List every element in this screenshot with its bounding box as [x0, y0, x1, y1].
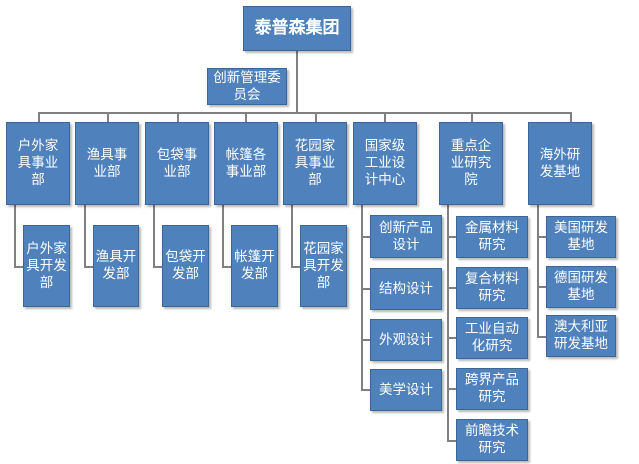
group-title-node: 泰普森集团	[243, 6, 351, 51]
connector-line	[447, 337, 457, 339]
connector-line	[361, 236, 371, 238]
subunit-label: 澳大利亚 研发基地	[554, 319, 608, 352]
division-label: 包袋事 业部	[156, 146, 198, 180]
subunit-label: 美学设计	[379, 381, 433, 398]
connector-line	[570, 112, 572, 122]
subunit-node: 美学设计	[370, 369, 442, 411]
connector-line	[84, 205, 86, 268]
connector-line	[537, 336, 547, 338]
connector-line	[537, 286, 547, 288]
connector-line	[84, 266, 94, 268]
connector-line	[222, 266, 232, 268]
subunit-node: 渔具开 发部	[93, 225, 139, 307]
committee-label: 创新管理委 员会	[213, 69, 281, 103]
connector-line	[447, 440, 457, 442]
connector-line	[107, 112, 109, 122]
subunit-node: 创新产品 设计	[370, 215, 442, 258]
connector-line	[222, 205, 224, 268]
division-label: 重点企 业研究 院	[450, 138, 492, 188]
subunit-label: 工业自动 化研究	[465, 321, 519, 354]
connector-line	[153, 205, 155, 268]
connector-line	[384, 112, 386, 122]
subunit-label: 创新产品 设计	[379, 219, 433, 253]
division-node: 包袋事 业部	[145, 122, 209, 205]
subunit-node: 花园家 具开发 部	[300, 225, 347, 307]
connector-line	[38, 112, 40, 122]
connector-line	[361, 288, 371, 290]
division-node: 海外研 发基地	[528, 122, 592, 205]
subunit-node: 结构设计	[370, 268, 442, 310]
subunit-node: 复合材料 研究	[456, 267, 528, 309]
division-node: 花园家 具事业 部	[283, 122, 347, 205]
division-node: 帐篷各 事业部	[214, 122, 278, 205]
subunit-label: 渔具开 发部	[95, 249, 137, 282]
subunit-label: 德国研发 基地	[554, 270, 608, 303]
subunit-label: 复合材料 研究	[465, 271, 519, 304]
connector-line	[447, 236, 457, 238]
connector-line	[471, 112, 473, 122]
subunit-label: 前瞻技术 研究	[465, 423, 519, 456]
connector-line	[315, 112, 317, 122]
connector-line	[14, 266, 24, 268]
connector-line	[177, 112, 179, 122]
connector-line	[153, 266, 163, 268]
division-node: 户外家 具事业 部	[6, 122, 70, 205]
division-node: 国家级 工业设 计中心	[353, 122, 417, 205]
division-label: 帐篷各 事业部	[225, 146, 267, 180]
connector-line	[447, 205, 449, 442]
subunit-node: 帐篷开 发部	[231, 225, 278, 307]
connector-line	[291, 266, 301, 268]
subunit-label: 结构设计	[379, 280, 433, 297]
connector-line	[291, 205, 293, 268]
subunit-label: 花园家 具开发 部	[303, 240, 344, 291]
subunit-node: 外观设计	[370, 319, 442, 361]
connector-line	[296, 50, 298, 114]
subunit-label: 外观设计	[379, 331, 433, 348]
subunit-node: 前瞻技术 研究	[456, 419, 528, 461]
group-title-label: 泰普森集团	[254, 18, 340, 38]
division-label: 海外研 发基地	[539, 146, 581, 180]
subunit-node: 跨界产品 研究	[456, 368, 528, 410]
subunit-node: 德国研发 基地	[546, 266, 616, 308]
division-label: 户外家 具事业 部	[17, 138, 59, 188]
connector-line	[537, 236, 547, 238]
connector-line	[361, 339, 371, 341]
connector-line	[447, 287, 457, 289]
subunit-label: 帐篷开 发部	[234, 249, 275, 282]
subunit-node: 美国研发 基地	[546, 216, 616, 258]
subunit-label: 户外家 具开发 部	[26, 240, 67, 291]
division-label: 国家级 工业设 计中心	[364, 138, 406, 188]
connector-line	[537, 205, 539, 338]
subunit-node: 金属材料 研究	[456, 216, 528, 258]
connector-line	[38, 112, 572, 114]
division-label: 渔具事 业部	[86, 146, 128, 180]
subunit-label: 跨界产品 研究	[465, 372, 519, 405]
connector-line	[361, 205, 363, 391]
subunit-label: 包袋开 发部	[165, 249, 206, 282]
subunit-node: 工业自动 化研究	[456, 317, 528, 359]
division-node: 重点企 业研究 院	[439, 122, 503, 205]
connector-line	[361, 389, 371, 391]
subunit-node: 户外家 具开发 部	[23, 225, 70, 307]
connector-line	[14, 205, 16, 268]
connector-line	[245, 112, 247, 122]
connector-line	[447, 388, 457, 390]
division-node: 渔具事 业部	[75, 122, 139, 205]
subunit-label: 美国研发 基地	[554, 220, 608, 253]
subunit-node: 包袋开 发部	[162, 225, 209, 307]
division-label: 花园家 具事业 部	[294, 138, 336, 188]
subunit-node: 澳大利亚 研发基地	[546, 315, 616, 357]
committee-node: 创新管理委 员会	[207, 68, 287, 105]
subunit-label: 金属材料 研究	[465, 220, 519, 253]
